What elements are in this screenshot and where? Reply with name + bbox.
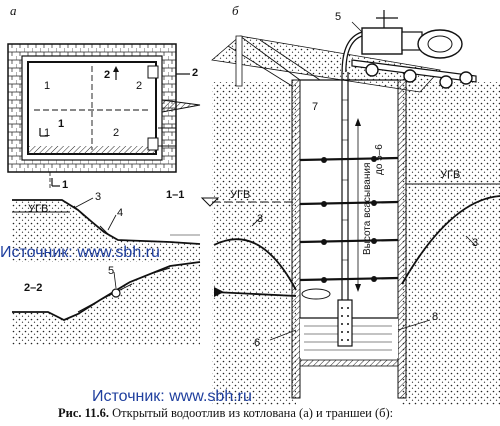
- callout-3-section-1: 3: [95, 191, 102, 203]
- plan-number-1-top: 1: [44, 80, 51, 92]
- watermark-bottom: Источник: www.sbh.ru: [92, 388, 252, 405]
- caption-prefix: Рис. 11.6.: [58, 406, 109, 420]
- panel-b-label: б: [232, 3, 239, 18]
- suction-height-label: Высота всасывания: [362, 162, 373, 255]
- section-mark-1-plan: 1: [58, 118, 65, 130]
- callout-7: 7: [312, 101, 319, 113]
- trench-section: [200, 10, 500, 405]
- plan-number-1-bottom: 1: [44, 127, 51, 139]
- section-2-2-title: 2–2: [24, 282, 43, 294]
- pump-unit: [351, 10, 477, 89]
- callout-3-left: 3: [257, 213, 264, 225]
- section-1-1-ugv: УГВ: [28, 203, 49, 215]
- suction-limit-label: до 5–6: [374, 144, 385, 175]
- ugv-right-label: УГВ: [440, 169, 461, 181]
- caption-text: Открытый водоотлив из котлована (а) и тр…: [108, 406, 394, 420]
- section-2-2: [12, 261, 201, 345]
- figure-caption: Рис. 11.6. Открытый водоотлив из котлова…: [58, 406, 393, 421]
- callout-4-section-1: 4: [117, 207, 124, 219]
- section-1-1: [12, 197, 201, 262]
- callout-6: 6: [254, 337, 261, 349]
- callout-5-pump: 5: [335, 11, 342, 23]
- section-mark-2-arrow: 2: [104, 69, 111, 81]
- plan-view: [7, 43, 201, 188]
- plan-number-2-top: 2: [136, 80, 143, 92]
- section-mark-2-right: 2: [192, 67, 199, 79]
- section-mark-1-lower: 1: [62, 179, 69, 191]
- callout-5-section-2: 5: [108, 265, 115, 277]
- callout-8: 8: [432, 311, 439, 323]
- panel-a-label: а: [10, 3, 17, 18]
- plan-number-2-bottom: 2: [113, 127, 120, 139]
- watermark-top: Источник: www.sbh.ru: [0, 244, 160, 261]
- callout-3-right: 3: [472, 237, 479, 249]
- ugv-left-label: УГВ: [230, 189, 251, 201]
- section-1-1-title: 1–1: [166, 189, 185, 201]
